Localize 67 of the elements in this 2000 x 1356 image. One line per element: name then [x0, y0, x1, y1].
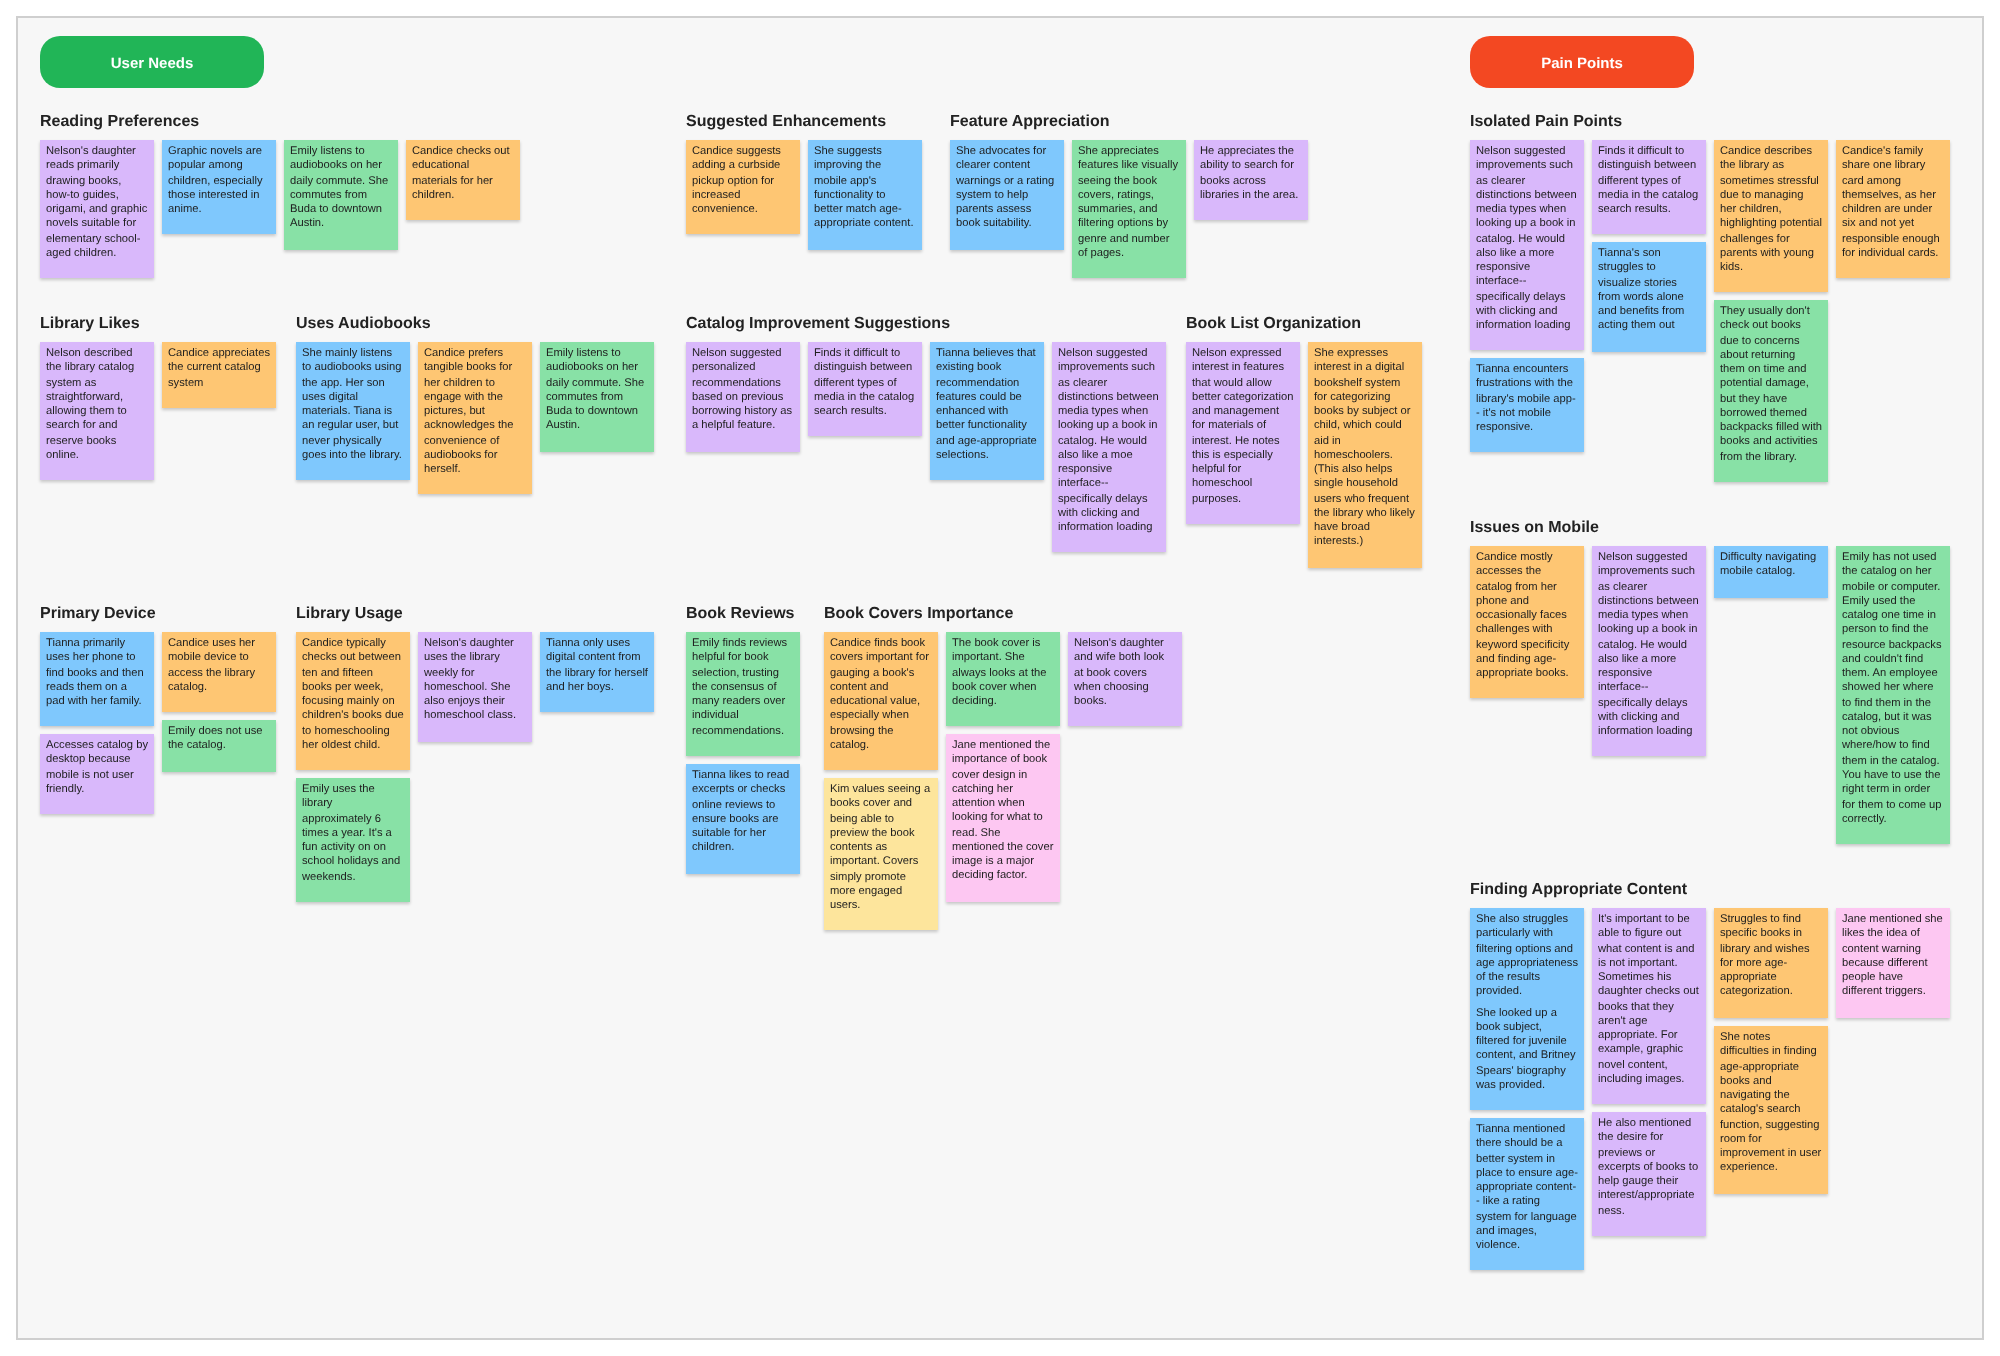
sticky-note: [686, 140, 800, 235]
sticky-note: [296, 778, 410, 902]
group-heading: Library Usage: [296, 604, 403, 622]
group-heading: Issues on Mobile: [1470, 518, 1599, 536]
sticky-note: [1592, 1112, 1706, 1236]
sticky-note: [1592, 242, 1706, 352]
sticky-note: [1714, 1026, 1828, 1194]
sticky-note: [1714, 908, 1828, 1018]
sticky-note: [284, 140, 398, 250]
sticky-note: [946, 734, 1060, 902]
sticky-note: [296, 342, 410, 481]
sticky-note: [1052, 342, 1166, 553]
sticky-note: [40, 632, 154, 727]
sticky-note: [40, 140, 154, 279]
group-heading: Reading Preferences: [40, 112, 200, 130]
sticky-note: [946, 632, 1060, 727]
group-heading: Uses Audiobooks: [296, 314, 431, 332]
group-heading: Book Reviews: [686, 604, 795, 622]
sticky-note: [1194, 140, 1308, 221]
sticky-note: [162, 720, 276, 772]
sticky-note: [296, 632, 410, 771]
sticky-note: [162, 342, 276, 408]
sticky-note: [1470, 140, 1584, 351]
group-heading: Feature Appreciation: [950, 112, 1110, 130]
sticky-note: [406, 140, 520, 221]
sticky-note: [1470, 908, 1584, 1111]
sticky-note: [808, 342, 922, 437]
sticky-note: [686, 632, 800, 756]
group-heading: Finding Appropriate Content: [1470, 880, 1688, 898]
group-heading: Isolated Pain Points: [1470, 112, 1623, 130]
sticky-note: [1836, 546, 1950, 845]
sticky-note: [950, 140, 1064, 250]
sticky-note: [1470, 358, 1584, 453]
sticky-note: [930, 342, 1044, 481]
sticky-note: [1836, 908, 1950, 1018]
sticky-note: [1592, 546, 1706, 757]
sticky-note: [418, 632, 532, 742]
sticky-note: [686, 764, 800, 874]
sticky-note: [1836, 140, 1950, 279]
sticky-note: [1714, 140, 1828, 293]
sticky-note: [824, 632, 938, 771]
group-heading: Book List Organization: [1186, 314, 1362, 332]
sticky-note: [1470, 1118, 1584, 1271]
sticky-note: [162, 632, 276, 713]
sticky-note: [1186, 342, 1300, 524]
sticky-note: [1068, 632, 1182, 727]
sticky-note: [1072, 140, 1186, 279]
group-heading: Primary Device: [40, 604, 156, 622]
sticky-note: [540, 342, 654, 452]
sticky-note: [1592, 908, 1706, 1105]
sticky-note: [1308, 342, 1422, 568]
sticky-note: [418, 342, 532, 495]
sticky-note: [1714, 300, 1828, 482]
group-heading: Library Likes: [40, 314, 140, 332]
sticky-note: [824, 778, 938, 931]
sticky-note: [40, 734, 154, 815]
group-heading: Catalog Improvement Suggestions: [686, 314, 951, 332]
sticky-note: [162, 140, 276, 235]
group-heading: Book Covers Importance: [824, 604, 1014, 622]
group-heading: Suggested Enhancements: [686, 112, 887, 130]
sticky-note: [808, 140, 922, 250]
sticky-note: [1592, 140, 1706, 235]
sticky-note: [40, 342, 154, 481]
sticky-note: [540, 632, 654, 713]
sticky-note: [686, 342, 800, 452]
sticky-note: [1714, 546, 1828, 598]
sticky-note: [1470, 546, 1584, 699]
